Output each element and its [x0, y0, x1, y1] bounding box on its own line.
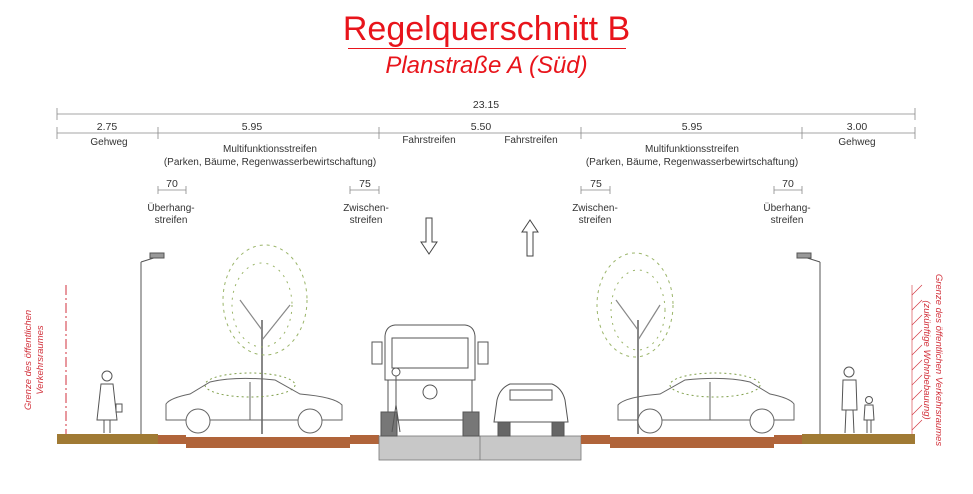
sublabel-mfs-right: (Parken, Bäume, Regenwasserbewirtschaftu… — [586, 157, 798, 168]
street-lamp-right-icon — [796, 252, 821, 434]
sublabel-mfs-left: (Parken, Bäume, Regenwasserbewirtschaftu… — [164, 157, 376, 168]
substrip-label-1b: streifen — [155, 215, 188, 226]
overhang-strip-right — [774, 435, 802, 444]
title-underline — [348, 48, 626, 49]
sidewalk-right — [802, 434, 915, 444]
boundary-label-left: Grenze des öffentlichen Verkehrsraumes — [23, 310, 46, 410]
label-fahrstreifen-left: Fahrstreifen — [402, 135, 455, 146]
tree-right-icon — [596, 252, 761, 434]
arrow-up-icon — [521, 219, 539, 257]
substrip-label-2a: Zwischen- — [343, 203, 389, 214]
substrip-dim-2: 75 — [359, 178, 371, 190]
parked-car-right-icon — [617, 377, 795, 434]
boundary-hatch-right — [911, 284, 923, 436]
cyclist-icon — [391, 367, 401, 433]
pedestrian-child-right-icon — [863, 396, 875, 433]
substrip-dim-4: 70 — [782, 178, 794, 190]
substrip-dims — [157, 186, 803, 194]
svg-text:Verkehrsraumes: Verkehrsraumes — [35, 325, 46, 395]
label-gehweg-right: Gehweg — [838, 137, 875, 148]
segment-dim-mfs-left: 5.95 — [242, 121, 263, 133]
boundary-label-right: Grenze des öffentlichen Verkehrsraumes (… — [921, 274, 944, 447]
substrip-label-4b: streifen — [771, 215, 804, 226]
segment-dimension-line — [56, 127, 916, 139]
street-lamp-left-icon — [140, 252, 165, 434]
overhang-strip-left — [158, 435, 186, 444]
substrip-dim-1: 70 — [166, 178, 178, 190]
total-dimension — [56, 108, 916, 120]
label-fahrstreifen-right: Fahrstreifen — [504, 135, 557, 146]
segment-dim-fahrbahn: 5.50 — [471, 121, 492, 133]
truck-icon — [371, 324, 489, 437]
intermediate-strip-right — [581, 435, 610, 444]
parking-strip-right — [610, 437, 774, 448]
substrip-label-4a: Überhang- — [763, 202, 810, 214]
label-mfs-left: Multifunktionsstreifen — [223, 144, 317, 155]
substrip-label-3a: Zwischen- — [572, 203, 618, 214]
parked-car-left-icon — [165, 377, 343, 434]
arrow-down-icon — [420, 217, 438, 255]
pedestrian-adult-right-icon — [841, 366, 858, 434]
car-rear-icon — [493, 383, 569, 437]
diagram-subtitle: Planstraße A (Süd) — [385, 52, 588, 79]
svg-text:(zukünftige Wohnbebauung): (zukünftige Wohnbebauung) — [921, 300, 932, 419]
sidewalk-left — [57, 434, 158, 444]
segment-dim-gehweg-right: 3.00 — [847, 121, 868, 133]
tree-left-icon — [204, 244, 308, 434]
label-gehweg-left: Gehweg — [90, 137, 127, 148]
pedestrian-left-icon — [96, 370, 123, 433]
parking-strip-left — [186, 437, 350, 448]
intermediate-strip-left — [350, 435, 379, 444]
svg-text:Grenze des öffentlichen Verkeh: Grenze des öffentlichen Verkehrsraumes — [933, 274, 944, 447]
substrip-label-2b: streifen — [350, 215, 383, 226]
svg-text:Grenze des öffentlichen: Grenze des öffentlichen — [23, 310, 34, 410]
total-width-label: 23.15 — [473, 99, 499, 111]
ground-profile — [57, 434, 915, 461]
substrip-dim-3: 75 — [590, 178, 602, 190]
segment-dim-mfs-right: 5.95 — [682, 121, 703, 133]
segment-dim-gehweg-left: 2.75 — [97, 121, 118, 133]
substrip-label-3b: streifen — [579, 215, 612, 226]
label-mfs-right: Multifunktionsstreifen — [645, 144, 739, 155]
diagram-title: Regelquerschnitt B — [342, 10, 631, 48]
substrip-label-1a: Überhang- — [147, 202, 194, 214]
